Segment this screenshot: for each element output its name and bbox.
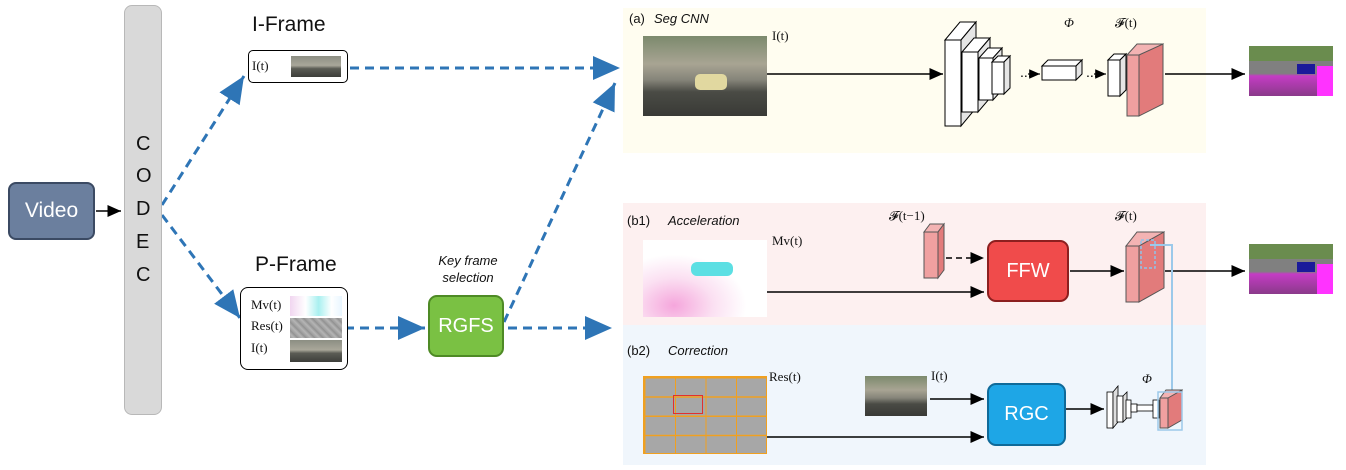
pframe-mv-symbol: Mv(t) [251,297,282,312]
video-label: Video [24,199,79,222]
pframe-res-thumbnail [290,318,342,338]
b2-i-symbol: I(t) [931,368,948,383]
panel-a-title: Seg CNN [654,11,709,26]
rgfs-box: RGFS [428,295,504,357]
codec-letter-d: D [136,198,151,220]
svg-text:...: ... [1086,64,1098,80]
b1-feature-symbol: 𝓕(t) [1115,208,1137,223]
pframe-res-symbol: Res(t) [251,318,283,333]
codec-letter-o: O [136,165,152,187]
b2-i-thumbnail [865,376,927,416]
segcnn-input-image [643,36,767,116]
arrow-rgfs-segcnn [502,82,617,323]
segcnn-i-symbol: I(t) [772,28,789,43]
b2-phi-symbol: Φ [1142,371,1152,386]
video-box: Video [8,182,95,240]
segcnn-output-segmentation [1249,46,1333,96]
codec-bar [124,5,162,415]
codec-letter-e: E [136,231,150,253]
panel-b1-title: Acceleration [668,213,740,228]
res-symbol: Res(t) [769,369,801,384]
ffw-label: FFW [1006,259,1050,282]
iframe-thumbnail [291,56,341,77]
rgc-label: RGC [1004,403,1049,425]
pframe-title: P-Frame [255,253,337,276]
panel-b2-title: Correction [668,343,728,358]
residual-grid-image [643,376,767,454]
codec-letter-c1: C [136,133,151,155]
segcnn-phi-symbol: Φ [1064,15,1074,30]
prev-feature-symbol: 𝓕(t−1) [889,208,925,223]
arrow-codec-iframe [160,75,246,206]
rgc-box: RGC [987,383,1066,446]
panel-b1-tag: (b1) [627,213,651,228]
iframe-i-symbol: I(t) [252,58,269,73]
ffw-box: FFW [987,240,1069,302]
panel-b2-tag: (b2) [627,343,651,358]
rgfs-label: RGFS [438,314,494,337]
pframe-i-thumbnail [290,340,342,362]
motion-vector-image [643,240,767,317]
mv-symbol: Mv(t) [772,233,803,248]
pframe-mv-thumbnail [290,296,342,316]
b1-output-segmentation [1249,244,1333,294]
arrow-codec-pframe [160,214,242,319]
iframe-title: I-Frame [252,13,326,36]
codec-letter-c2: C [136,264,151,286]
pframe-i-symbol: I(t) [251,340,268,355]
svg-text:...: ... [1020,64,1032,80]
panel-a-tag: (a) [629,11,645,26]
segcnn-feature-symbol: 𝓕(t) [1115,15,1137,30]
key-frame-selection-label: Key frame selection [438,253,498,285]
